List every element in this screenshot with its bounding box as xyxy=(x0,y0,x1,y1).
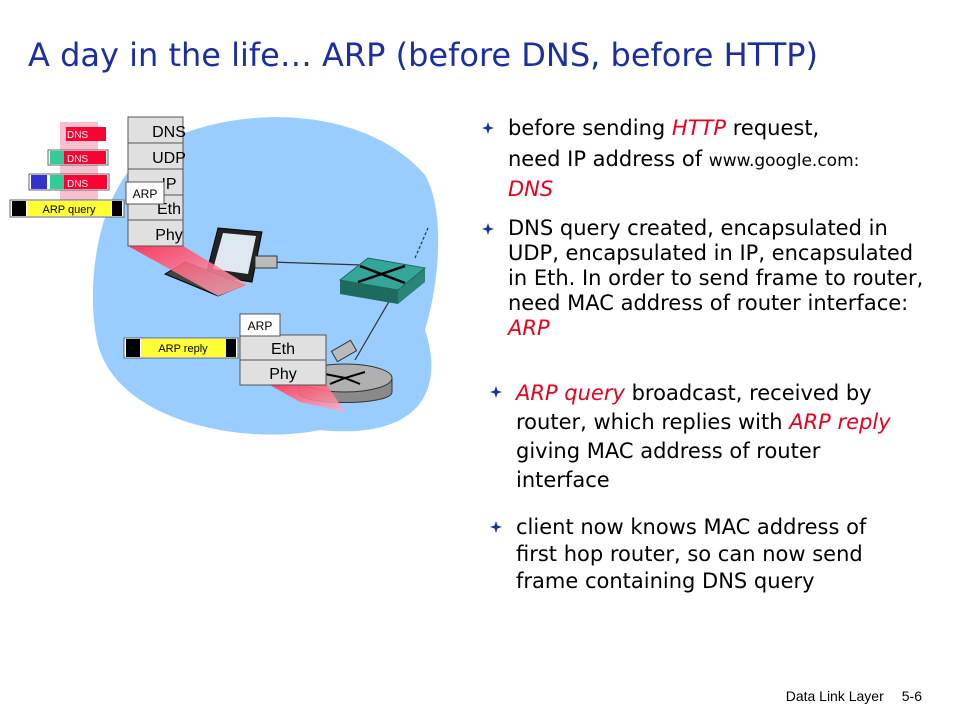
bullet-1-line2: need IP address of xyxy=(508,147,709,171)
router-arp-label: ARP xyxy=(248,319,273,333)
bullet-1-pre: before sending xyxy=(508,116,672,140)
bullet-dns-query: DNS query created, encapsulated in UDP, … xyxy=(482,216,938,341)
stack-layer-eth: Eth xyxy=(157,201,181,218)
switch-icon xyxy=(338,257,427,304)
bullet-4-text: client now knows MAC address of first ho… xyxy=(516,515,867,593)
bullet-2-text: DNS query created, encapsulated in UDP, … xyxy=(508,216,924,315)
bullet-3-post: giving MAC address of router interface xyxy=(516,439,821,492)
router-arp-tag xyxy=(239,313,281,337)
client-arp-label: ARP xyxy=(133,187,158,201)
packet-udp-dns: DNS xyxy=(47,149,109,166)
router-layer-eth: Eth xyxy=(271,341,295,358)
packet-arp-reply: ARP reply xyxy=(123,337,239,359)
stack-layer-udp: UDP xyxy=(152,150,186,167)
bullet-1-dns: DNS xyxy=(508,177,554,201)
packet-dns: DNS xyxy=(66,127,106,141)
bullet-dns-needed: before sending HTTP request, need IP add… xyxy=(482,115,948,203)
packet-arp-query: ARP query xyxy=(9,199,125,218)
link-switch-out xyxy=(414,227,429,259)
bullet-1-mid: request, xyxy=(726,116,820,140)
link-laptop-switch xyxy=(269,261,363,266)
slide-footer: Data Link Layer 5-6 xyxy=(768,688,922,704)
router-layer-phy: Phy xyxy=(269,366,297,383)
bullet-diamond-icon xyxy=(490,386,502,398)
bullet-1-host: www.google.com: xyxy=(708,151,860,171)
packet-udp-dns-label: DNS xyxy=(67,154,88,165)
stack-layer-phy: Phy xyxy=(155,227,183,244)
bullet-diamond-icon xyxy=(490,521,502,533)
client-protocol-stack: DNS UDP IP Eth Phy ARP xyxy=(125,116,186,247)
packet-ip-udp-dns: DNS xyxy=(28,173,110,191)
packet-ip-udp-dns-label: DNS xyxy=(67,179,88,190)
bullet-3-arp-query: ARP query xyxy=(516,381,625,405)
footer-chapter: Data Link Layer xyxy=(785,688,884,704)
router-stack-beam xyxy=(268,384,345,412)
bullet-diamond-icon xyxy=(482,223,494,235)
page-title: A day in the life… ARP (before DNS, befo… xyxy=(28,36,819,74)
bullet-arp-query: ARP query broadcast, received by router,… xyxy=(490,379,906,495)
bullet-1-http: HTTP xyxy=(671,116,727,140)
bullet-3-arp-reply: ARP reply xyxy=(789,410,891,434)
bullet-client-knows: client now knows MAC address of first ho… xyxy=(490,514,906,595)
bullet-3-mid: broadcast, received by router, which rep… xyxy=(516,381,872,434)
client-stack-beam xyxy=(128,246,248,296)
packet-arp-reply-label: ARP reply xyxy=(158,343,208,355)
packet-arp-query-label: ARP query xyxy=(43,204,96,216)
stack-layer-ip: IP xyxy=(161,176,176,193)
bullet-diamond-icon xyxy=(482,122,494,134)
footer-page-number: 5-6 xyxy=(901,688,922,704)
client-arp-tag xyxy=(125,181,165,205)
router-protocol-stack: Eth Phy ARP xyxy=(239,313,327,386)
bullet-2-arp: ARP xyxy=(508,316,550,340)
stack-layer-dns: DNS xyxy=(152,124,186,141)
packet-dns-label: DNS xyxy=(67,130,88,141)
